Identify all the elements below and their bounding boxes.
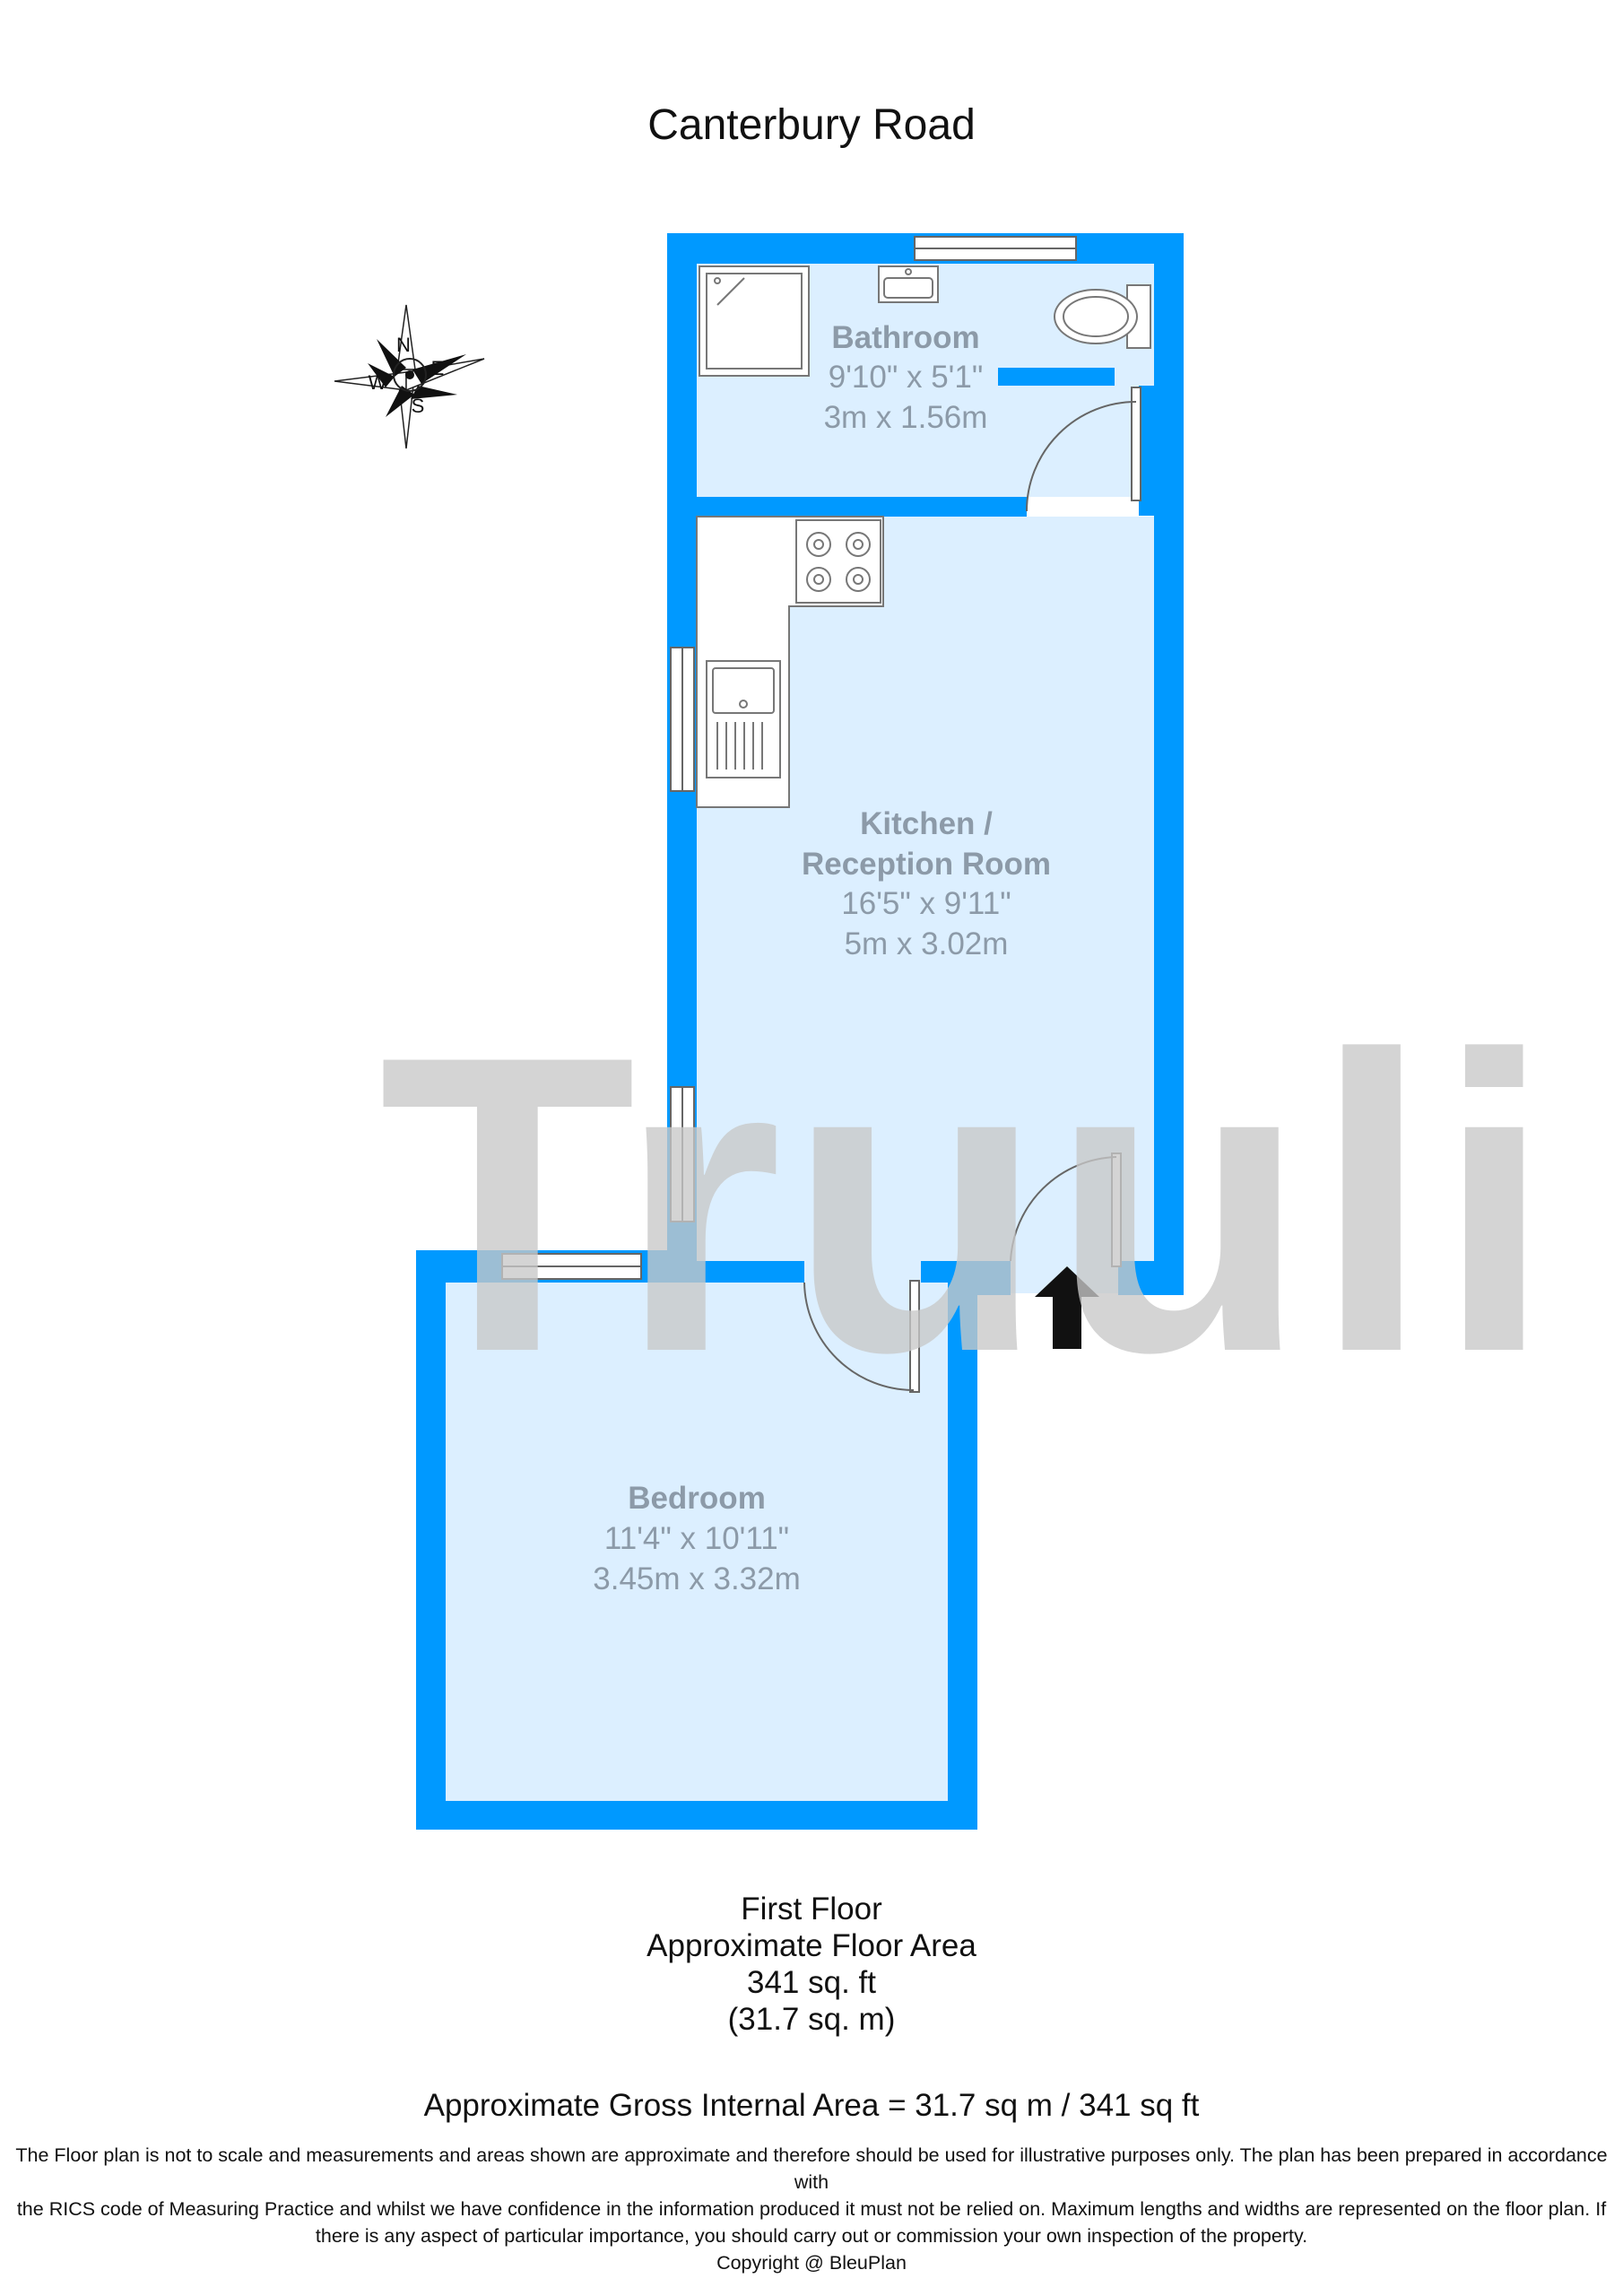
bathroom-imperial: 9'10" x 5'1" <box>829 360 984 395</box>
bathroom-metric: 3m x 1.56m <box>824 400 988 435</box>
compass-s-label: S <box>412 395 425 417</box>
kitchen-imperial: 16'5" x 9'11" <box>841 886 1011 921</box>
page-title: Canterbury Road <box>647 101 976 149</box>
watermark-logo: Truuli <box>378 969 1558 1439</box>
kitchen-name-line1: Kitchen / <box>860 806 993 841</box>
doorway-floor <box>804 1261 921 1297</box>
bathroom-name: Bathroom <box>831 320 979 355</box>
kitchen-name-line2: Reception Room <box>802 847 1051 882</box>
compass-icon: N E S W <box>334 304 485 449</box>
toilet-icon <box>1054 284 1151 349</box>
kitchen-metric: 5m x 3.02m <box>845 926 1009 961</box>
entrance-door <box>1010 1152 1122 1267</box>
bedroom-name: Bedroom <box>628 1481 766 1516</box>
floor-area-sqft: 341 sq. ft <box>747 1965 876 2000</box>
disclaimer-line-3: there is any aspect of particular import… <box>315 2225 1308 2247</box>
bathroom-label: Bathroom 9'10" x 5'1" 3m x 1.56m <box>824 320 988 435</box>
shower-icon <box>699 265 810 377</box>
disclaimer-line-1: The Floor plan is not to scale and measu… <box>15 2144 1608 2193</box>
windows <box>501 236 1077 1280</box>
compass-e-label: E <box>431 357 445 379</box>
sink-icon <box>706 660 781 778</box>
bedroom-label: Bedroom 11'4" x 10'11" 3.45m x 3.32m <box>593 1481 801 1596</box>
bedroom-metric: 3.45m x 3.32m <box>593 1561 801 1596</box>
kitchen-label: Kitchen / Reception Room 16'5" x 9'11" 5… <box>802 806 1051 961</box>
bedroom-floor <box>446 1283 948 1801</box>
entrance-arrow-icon <box>1035 1266 1099 1349</box>
disclaimer: The Floor plan is not to scale and measu… <box>7 2142 1616 2276</box>
floor-area-label: Approximate Floor Area <box>647 1928 976 1963</box>
compass-n-label: N <box>396 334 411 356</box>
bedroom-imperial: 11'4" x 10'11" <box>604 1521 789 1556</box>
floor-name: First Floor <box>741 1892 882 1926</box>
bedroom-door <box>803 1280 920 1393</box>
floor-area-summary: First Floor Approximate Floor Area 341 s… <box>0 1891 1623 2038</box>
disclaimer-line-2: the RICS code of Measuring Practice and … <box>16 2198 1607 2220</box>
washbasin-icon <box>878 265 939 303</box>
bathroom-door <box>1026 387 1141 512</box>
compass-w-label: W <box>369 371 387 394</box>
copyright: Copyright @ BleuPlan <box>716 2252 907 2274</box>
gross-internal-area: Approximate Gross Internal Area = 31.7 s… <box>423 2088 1200 2123</box>
floor-area-sqm: (31.7 sq. m) <box>727 2002 896 2037</box>
